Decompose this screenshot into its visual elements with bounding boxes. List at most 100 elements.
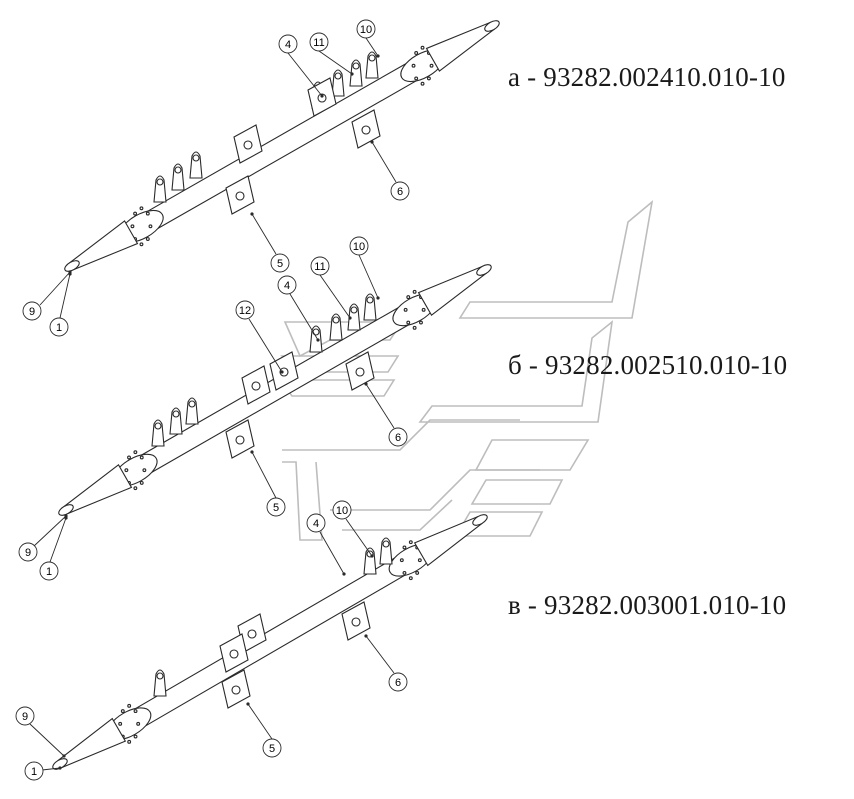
callout-number: 9 (22, 711, 28, 723)
bolt-hole (420, 45, 425, 50)
callout-group-b: 10 11 4 12 6 5 9 1 (18, 236, 408, 581)
spindle-end (476, 264, 492, 276)
bolt-hole (145, 211, 150, 216)
bolt-hole (127, 455, 131, 460)
bracket-hole (332, 316, 340, 324)
bolt-hole (417, 558, 422, 563)
plate-hole (243, 140, 253, 150)
axle-beam (64, 20, 500, 272)
callout-number: 9 (29, 306, 35, 318)
variant-label-v: в - 93282.003001.010-10 (508, 590, 787, 620)
leader-line (251, 213, 277, 255)
bolt-hole (420, 81, 425, 86)
bolt-hole (414, 76, 419, 81)
callout-bubble: 5 (262, 738, 282, 758)
callout-bubble: 6 (388, 427, 408, 447)
callout-group-v: 10 4 6 5 9 1 (15, 500, 408, 781)
callout-bubble: 4 (306, 513, 326, 533)
callout-number: 4 (285, 39, 291, 51)
leader-line (365, 635, 395, 674)
plate-hole (355, 367, 365, 377)
spindle (413, 515, 483, 567)
bolt-hole (133, 211, 138, 216)
leader-dot (58, 766, 62, 770)
callout-number: 4 (284, 280, 290, 292)
callout-bubble: 9 (18, 542, 38, 562)
leader-dot (320, 94, 324, 98)
leader-line (365, 37, 379, 57)
bolt-hole (403, 307, 408, 312)
callout-bubble: 10 (332, 500, 352, 520)
axle-tube (144, 61, 420, 231)
leader-dot (280, 370, 284, 374)
callout-number: 11 (314, 261, 325, 273)
bolt-hole (133, 734, 138, 739)
leader-dot (370, 140, 374, 144)
leader-line (365, 383, 395, 429)
callout-bubble: 5 (266, 497, 286, 517)
leader-dot (364, 382, 368, 386)
callout-number: 10 (360, 24, 372, 36)
callout-bubble: 11 (309, 32, 329, 52)
bolt-hole (133, 486, 138, 491)
leader-line (41, 767, 61, 771)
callout-number: 4 (313, 518, 319, 530)
bolt-hole (402, 545, 407, 550)
plate-hole (351, 617, 361, 627)
spindle (417, 265, 487, 316)
callout-bubble: 4 (278, 34, 298, 54)
spindle (425, 21, 495, 72)
plate-hole (251, 381, 261, 391)
bracket-hole (174, 166, 182, 174)
leader-line (319, 531, 345, 575)
leader-line (59, 273, 71, 319)
leader-line (33, 515, 67, 547)
leader-line (318, 50, 353, 75)
bolt-hole (133, 709, 138, 714)
callout-number: 6 (395, 677, 401, 689)
leader-dot (316, 338, 320, 342)
bolt-hole (148, 224, 153, 229)
callout-bubble: 5 (270, 253, 290, 273)
leader-dot (348, 316, 352, 320)
leader-dot (250, 212, 254, 216)
callout-number: 11 (313, 37, 324, 49)
leader-dot (250, 450, 254, 454)
leader-dot (62, 754, 66, 758)
bolt-hole (426, 76, 431, 81)
leader-dot (246, 702, 250, 706)
callout-number: 1 (31, 766, 37, 778)
leader-dot (370, 554, 374, 558)
plate-hole (235, 435, 245, 445)
bolt-hole (406, 295, 411, 300)
bracket-hole (368, 54, 376, 62)
callout-bubble: 10 (356, 19, 376, 39)
bolt-hole (130, 224, 135, 229)
bracket-hole (172, 410, 180, 418)
bracket-hole (352, 62, 360, 70)
plate-hole (317, 93, 327, 103)
leader-dot (364, 634, 368, 638)
callout-bubble: 9 (22, 301, 42, 321)
bolt-hole (118, 721, 123, 726)
callout-number: 9 (25, 547, 31, 559)
bolt-hole (408, 540, 413, 545)
leader-line (251, 451, 277, 499)
bracket-hole (382, 540, 390, 548)
bolt-hole (412, 325, 417, 330)
callout-bubble: 4 (277, 275, 297, 295)
bolt-hole (127, 703, 132, 708)
bolt-hole (139, 242, 144, 247)
leader-line (247, 703, 273, 740)
leader-line (345, 518, 373, 557)
callout-bubble: 6 (388, 672, 408, 692)
plate-hole (235, 191, 245, 201)
bolt-hole (139, 455, 144, 460)
callout-bubble: 10 (349, 236, 369, 256)
bolt-hole (142, 468, 147, 473)
callout-number: 5 (277, 258, 283, 270)
plate-hole (279, 367, 289, 377)
spindle-end (484, 20, 500, 32)
plate-hole (231, 685, 241, 695)
